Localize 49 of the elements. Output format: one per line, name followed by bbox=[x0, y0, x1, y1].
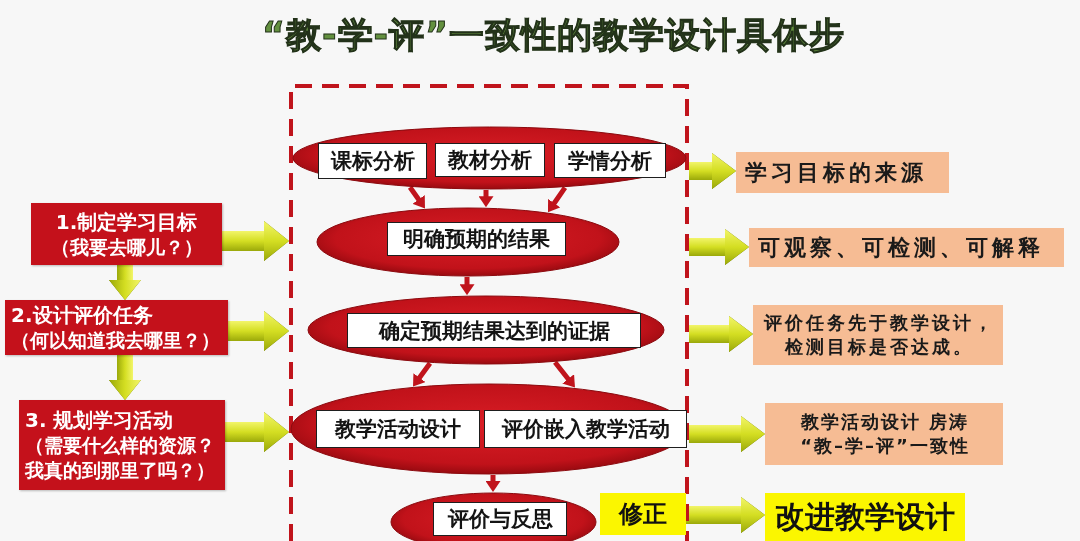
block-arrow bbox=[689, 316, 753, 352]
note-box: 评价任务先于教学设计，检测目标是否达成。 bbox=[753, 305, 1003, 365]
block-arrow bbox=[689, 229, 749, 265]
arrow bbox=[459, 277, 475, 296]
process-box: 确定预期结果达到的证据 bbox=[347, 313, 641, 348]
ellipse-band bbox=[292, 126, 687, 190]
step-box bbox=[19, 400, 225, 490]
block-arrow bbox=[686, 497, 765, 533]
arrow bbox=[545, 186, 568, 214]
step-box bbox=[5, 300, 228, 355]
process-box: 学情分析 bbox=[554, 143, 666, 178]
process-box: 教材分析 bbox=[435, 143, 545, 177]
step-question: （我要去哪儿？） bbox=[50, 234, 203, 260]
ellipse-band bbox=[390, 492, 597, 541]
block-arrow bbox=[225, 412, 289, 452]
arrow bbox=[478, 190, 494, 208]
process-box: 教学活动设计 bbox=[316, 410, 480, 448]
ellipse-band bbox=[307, 295, 665, 365]
arrow bbox=[485, 475, 501, 492]
process-box: 明确预期的结果 bbox=[387, 222, 566, 256]
ellipse-band bbox=[290, 383, 688, 475]
step-question: （需要什么样的资源？我真的到那里了吗？） bbox=[25, 433, 216, 483]
block-arrow bbox=[222, 221, 289, 261]
process-box: 评价与反思 bbox=[433, 502, 567, 536]
step-question: （何以知道我去哪里？） bbox=[11, 328, 220, 353]
title: “教-学-评”一致性的教学设计具体步 bbox=[262, 14, 846, 56]
note-box: 学习目标的来源 bbox=[736, 152, 949, 193]
process-box: 课标分析 bbox=[318, 143, 427, 179]
step-title: 1.制定学习目标 bbox=[55, 208, 198, 235]
block-arrow bbox=[228, 311, 289, 351]
arrow bbox=[553, 360, 577, 390]
block-arrow bbox=[109, 355, 141, 400]
dashed-frame bbox=[289, 84, 689, 541]
note-box: 可观察、可检测、可解释 bbox=[749, 228, 1064, 267]
block-arrow bbox=[689, 416, 765, 452]
note-text: “教–学–评”一致性 bbox=[800, 434, 970, 458]
process-box: 评价嵌入教学活动 bbox=[484, 410, 687, 448]
note-box bbox=[765, 403, 1003, 465]
arrow bbox=[407, 185, 428, 210]
block-arrow bbox=[689, 153, 736, 189]
highlight-box: 修正 bbox=[600, 493, 686, 535]
highlight-box: 改进教学设计 bbox=[765, 493, 965, 541]
ellipse-band bbox=[316, 207, 620, 277]
step-box bbox=[31, 203, 222, 265]
block-arrow bbox=[109, 265, 141, 300]
note-text: 教学活动设计 房涛 bbox=[800, 409, 970, 434]
step-title: 2.设计评价任务 bbox=[11, 302, 153, 329]
arrow bbox=[411, 361, 432, 388]
step-title: 3. 规划学习活动 bbox=[25, 407, 174, 434]
